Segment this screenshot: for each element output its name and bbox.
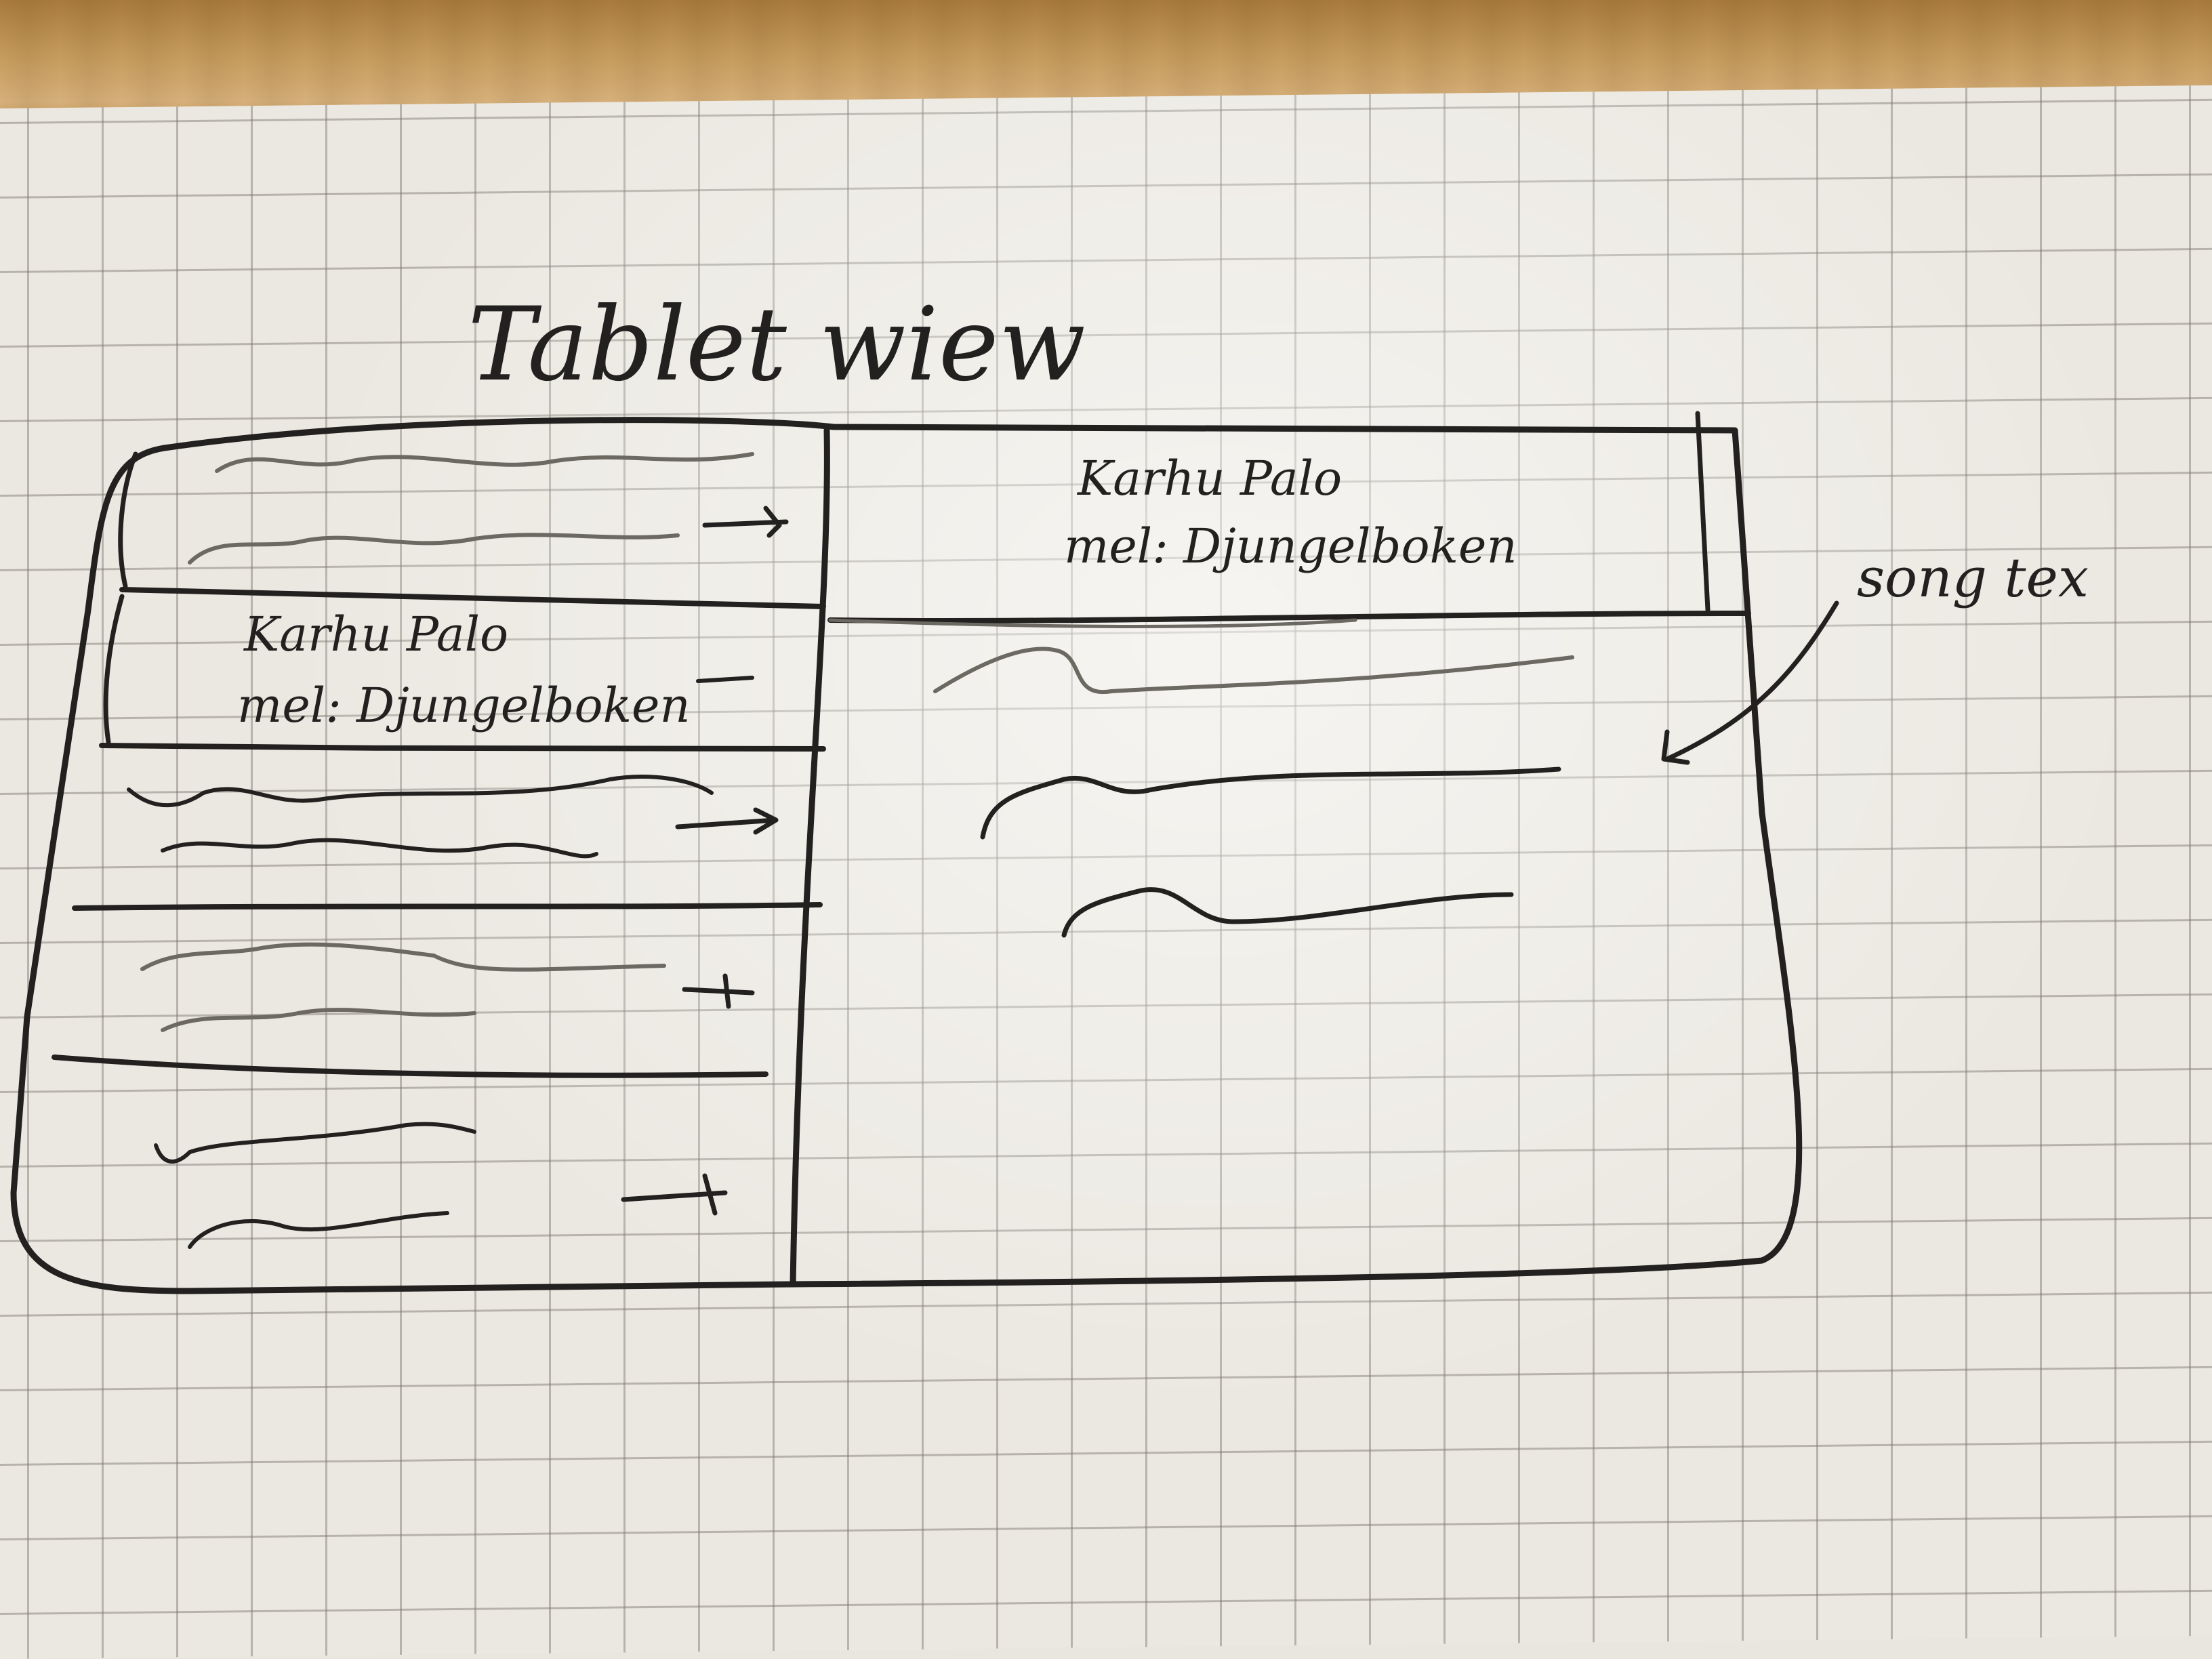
list-item-placeholder-text: [215, 452, 754, 473]
list-item-placeholder-text: [188, 533, 680, 565]
split-divider: [790, 427, 830, 1288]
detail-subtitle: mel: Djungelboken: [1064, 518, 1517, 574]
list-row-divider: [119, 587, 826, 609]
detail-title: Karhu Palo: [1076, 451, 1342, 506]
detail-panel-edge: [1695, 411, 1711, 613]
chevron-right-icon[interactable]: [621, 1173, 728, 1216]
list-item-placeholder-text: [140, 942, 666, 972]
chevron-right-icon[interactable]: [702, 506, 789, 538]
first-row-edge: [118, 451, 138, 589]
list-item-subtitle: mel: Djungelboken: [237, 678, 691, 733]
song-text-placeholder: [980, 766, 1561, 840]
list-row-divider: [99, 743, 826, 752]
selected-row-edge: [103, 594, 125, 745]
detail-header-divider: [828, 618, 1357, 628]
detail-header-divider: [827, 611, 1751, 624]
list-item-placeholder-text: [161, 838, 598, 859]
list-item-placeholder-text: [127, 775, 714, 808]
sketch-title: Tablet wiew: [468, 286, 1086, 404]
chevron-right-icon[interactable]: [675, 807, 779, 835]
list-item-placeholder-text: [161, 1008, 476, 1032]
chevron-right-icon[interactable]: [682, 973, 755, 1009]
tablet-outline: [10, 417, 1803, 1294]
song-text-annotation: song tex: [1857, 546, 2089, 609]
list-item-placeholder-text: [154, 1122, 476, 1164]
song-text-placeholder: [933, 647, 1574, 695]
song-text-placeholder: [1061, 887, 1514, 938]
chevron-right-icon[interactable]: [696, 676, 754, 683]
list-item-title: Karhu Palo: [243, 607, 508, 662]
list-row-divider: [72, 902, 823, 911]
list-item-placeholder-text: [188, 1211, 449, 1249]
list-row-divider: [52, 1054, 769, 1078]
annotation-arrow: [1661, 600, 1839, 765]
